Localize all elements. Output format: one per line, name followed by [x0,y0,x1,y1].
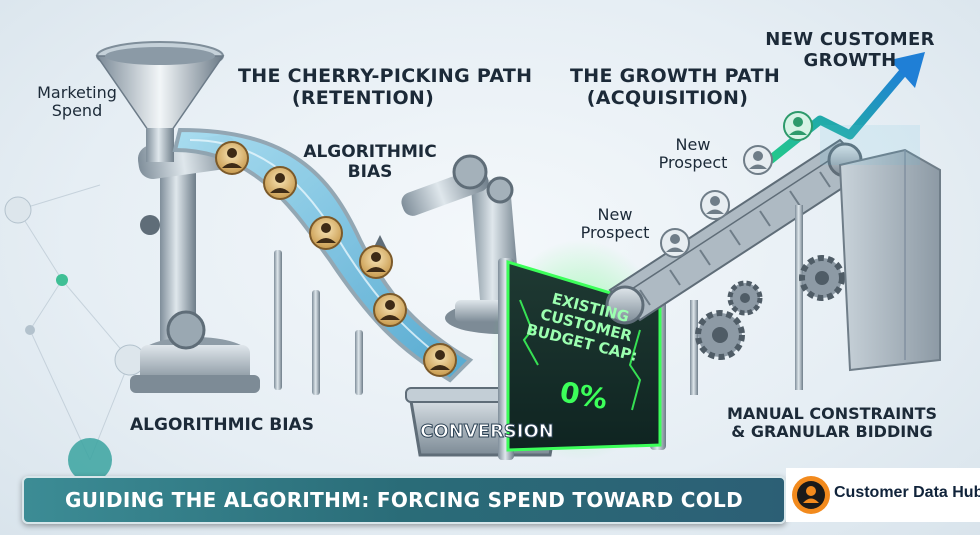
person-icon [783,111,813,141]
person-icon [373,293,407,327]
person-icon [660,228,690,258]
person-icon-group [215,141,457,377]
growth-path-heading: THE GROWTH PATH(ACQUISITION) [570,65,781,109]
brand-person-icon [792,476,830,514]
gate-budget-cap-value: 0% [557,375,610,416]
title-banner: GUIDING THE ALGORITHM: FORCING SPEND TOW… [22,476,786,535]
conveyor-icon [605,138,872,395]
manual-constraints-label: MANUAL CONSTRAINTS& GRANULAR BIDDING [727,404,937,442]
person-icon [309,216,343,250]
background-person-nodes [4,196,146,482]
brand-name: Customer Data Hub [834,484,980,501]
person-icon [359,245,393,279]
banner-title: GUIDING THE ALGORITHM: FORCING SPEND TOW… [65,488,743,535]
svg-text-layer: EXISTINGCUSTOMERBUDGET CAP: 0%CONVERSION [420,285,648,442]
growth-arrow-icon [767,52,925,165]
person-icon [215,141,249,175]
growth-tower [838,148,941,372]
person-icon [423,343,457,377]
gear-icon [695,310,745,360]
slide-supports [274,250,363,395]
algorithmic-bias-bottom-label: ALGORITHMIC BIAS [130,415,314,435]
person-icon-group [660,111,813,258]
gear-icon [799,255,845,301]
person-icon [743,145,773,175]
cherry-picking-path-heading: THE CHERRY-PICKING PATH(RETENTION) [238,65,533,109]
funnel-icon [95,41,225,162]
person-icon [700,190,730,220]
gear-icon [727,280,763,316]
robot-arm-icon [130,135,260,393]
conversion-label: CONVERSION [420,421,554,442]
gate-budget-cap-text: EXISTINGCUSTOMERBUDGET CAP: [525,285,648,365]
person-icon [263,166,297,200]
background-network [17,184,131,461]
brand-logo[interactable]: Customer Data Hub [786,468,980,522]
